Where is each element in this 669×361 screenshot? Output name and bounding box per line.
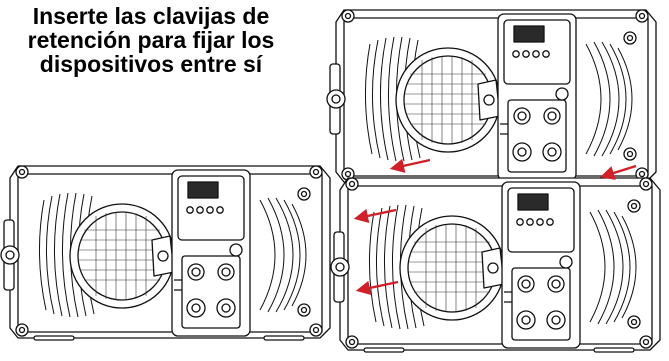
- arrow-top-right-pin: [599, 164, 637, 180]
- retention-pin-arrows: [353, 158, 637, 295]
- arrow-lower-left-pin: [355, 280, 399, 295]
- fixture-bottom-right: [330, 177, 661, 353]
- fixture-bottom-left: [0, 165, 331, 341]
- caption-line-2: retención para fijar los: [27, 27, 275, 53]
- arrow-middle-left-pin: [353, 208, 397, 223]
- arrow-top-left-pin: [389, 158, 431, 173]
- fixture-top-right: [326, 9, 657, 185]
- caption-line-3: dispositivos entre sí: [39, 51, 263, 77]
- caption-line-1: Inserte las clavijas de: [32, 3, 270, 29]
- instruction-caption: Inserte las clavijas de retención para f…: [6, 4, 296, 76]
